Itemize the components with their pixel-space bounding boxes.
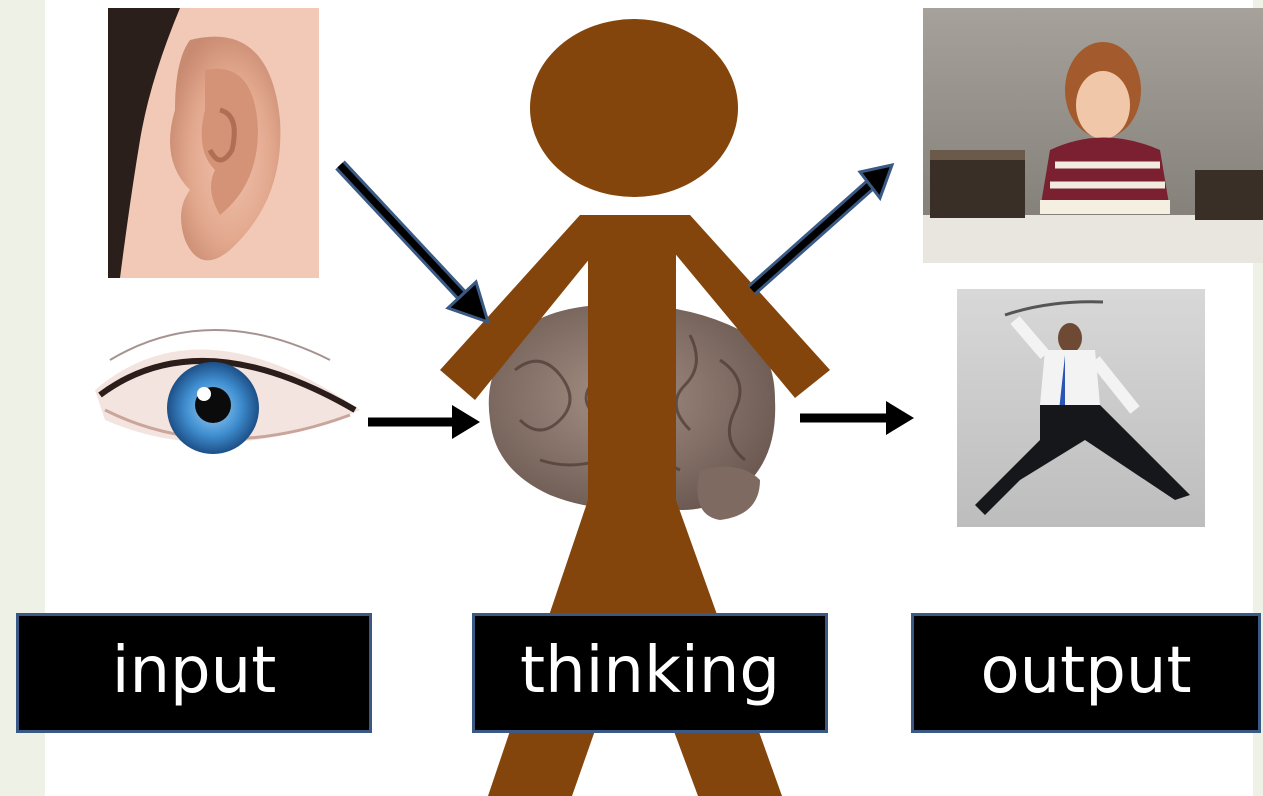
ear-photo: [108, 8, 319, 278]
man-with-sword-photo: [957, 289, 1205, 527]
boy-studying-photo: [923, 8, 1263, 263]
input-label: input: [16, 613, 372, 733]
arrow-eye-to-brain: [368, 405, 480, 439]
arrow-ear-to-figure: [340, 165, 488, 322]
stick-figure-head: [530, 19, 738, 197]
eye-photo: [85, 320, 370, 490]
arrow-figure-to-studying: [752, 165, 892, 290]
arrow-brain-to-action: [800, 401, 914, 435]
output-label: output: [911, 613, 1261, 733]
thinking-label: thinking: [472, 613, 828, 733]
stick-figure-torso-front: [588, 300, 676, 560]
